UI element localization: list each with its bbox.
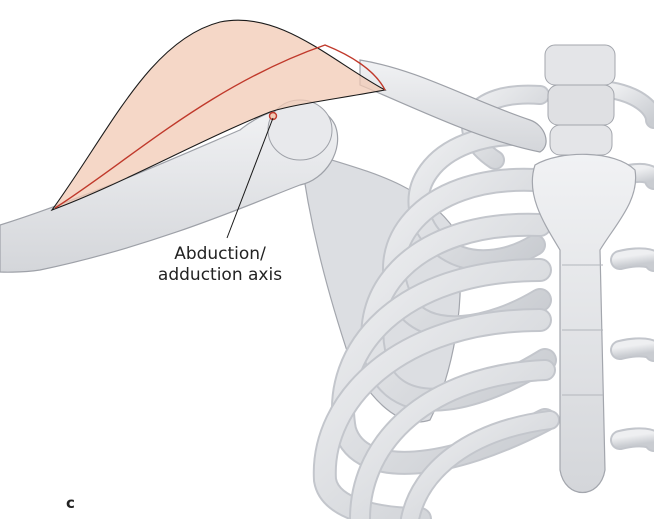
label-line-1: Abduction/ xyxy=(140,244,300,265)
panel-letter: c xyxy=(66,494,75,512)
vertebral-column xyxy=(545,45,615,155)
abduction-axis-label: Abduction/ adduction axis xyxy=(140,244,300,286)
label-line-2: adduction axis xyxy=(140,265,300,286)
